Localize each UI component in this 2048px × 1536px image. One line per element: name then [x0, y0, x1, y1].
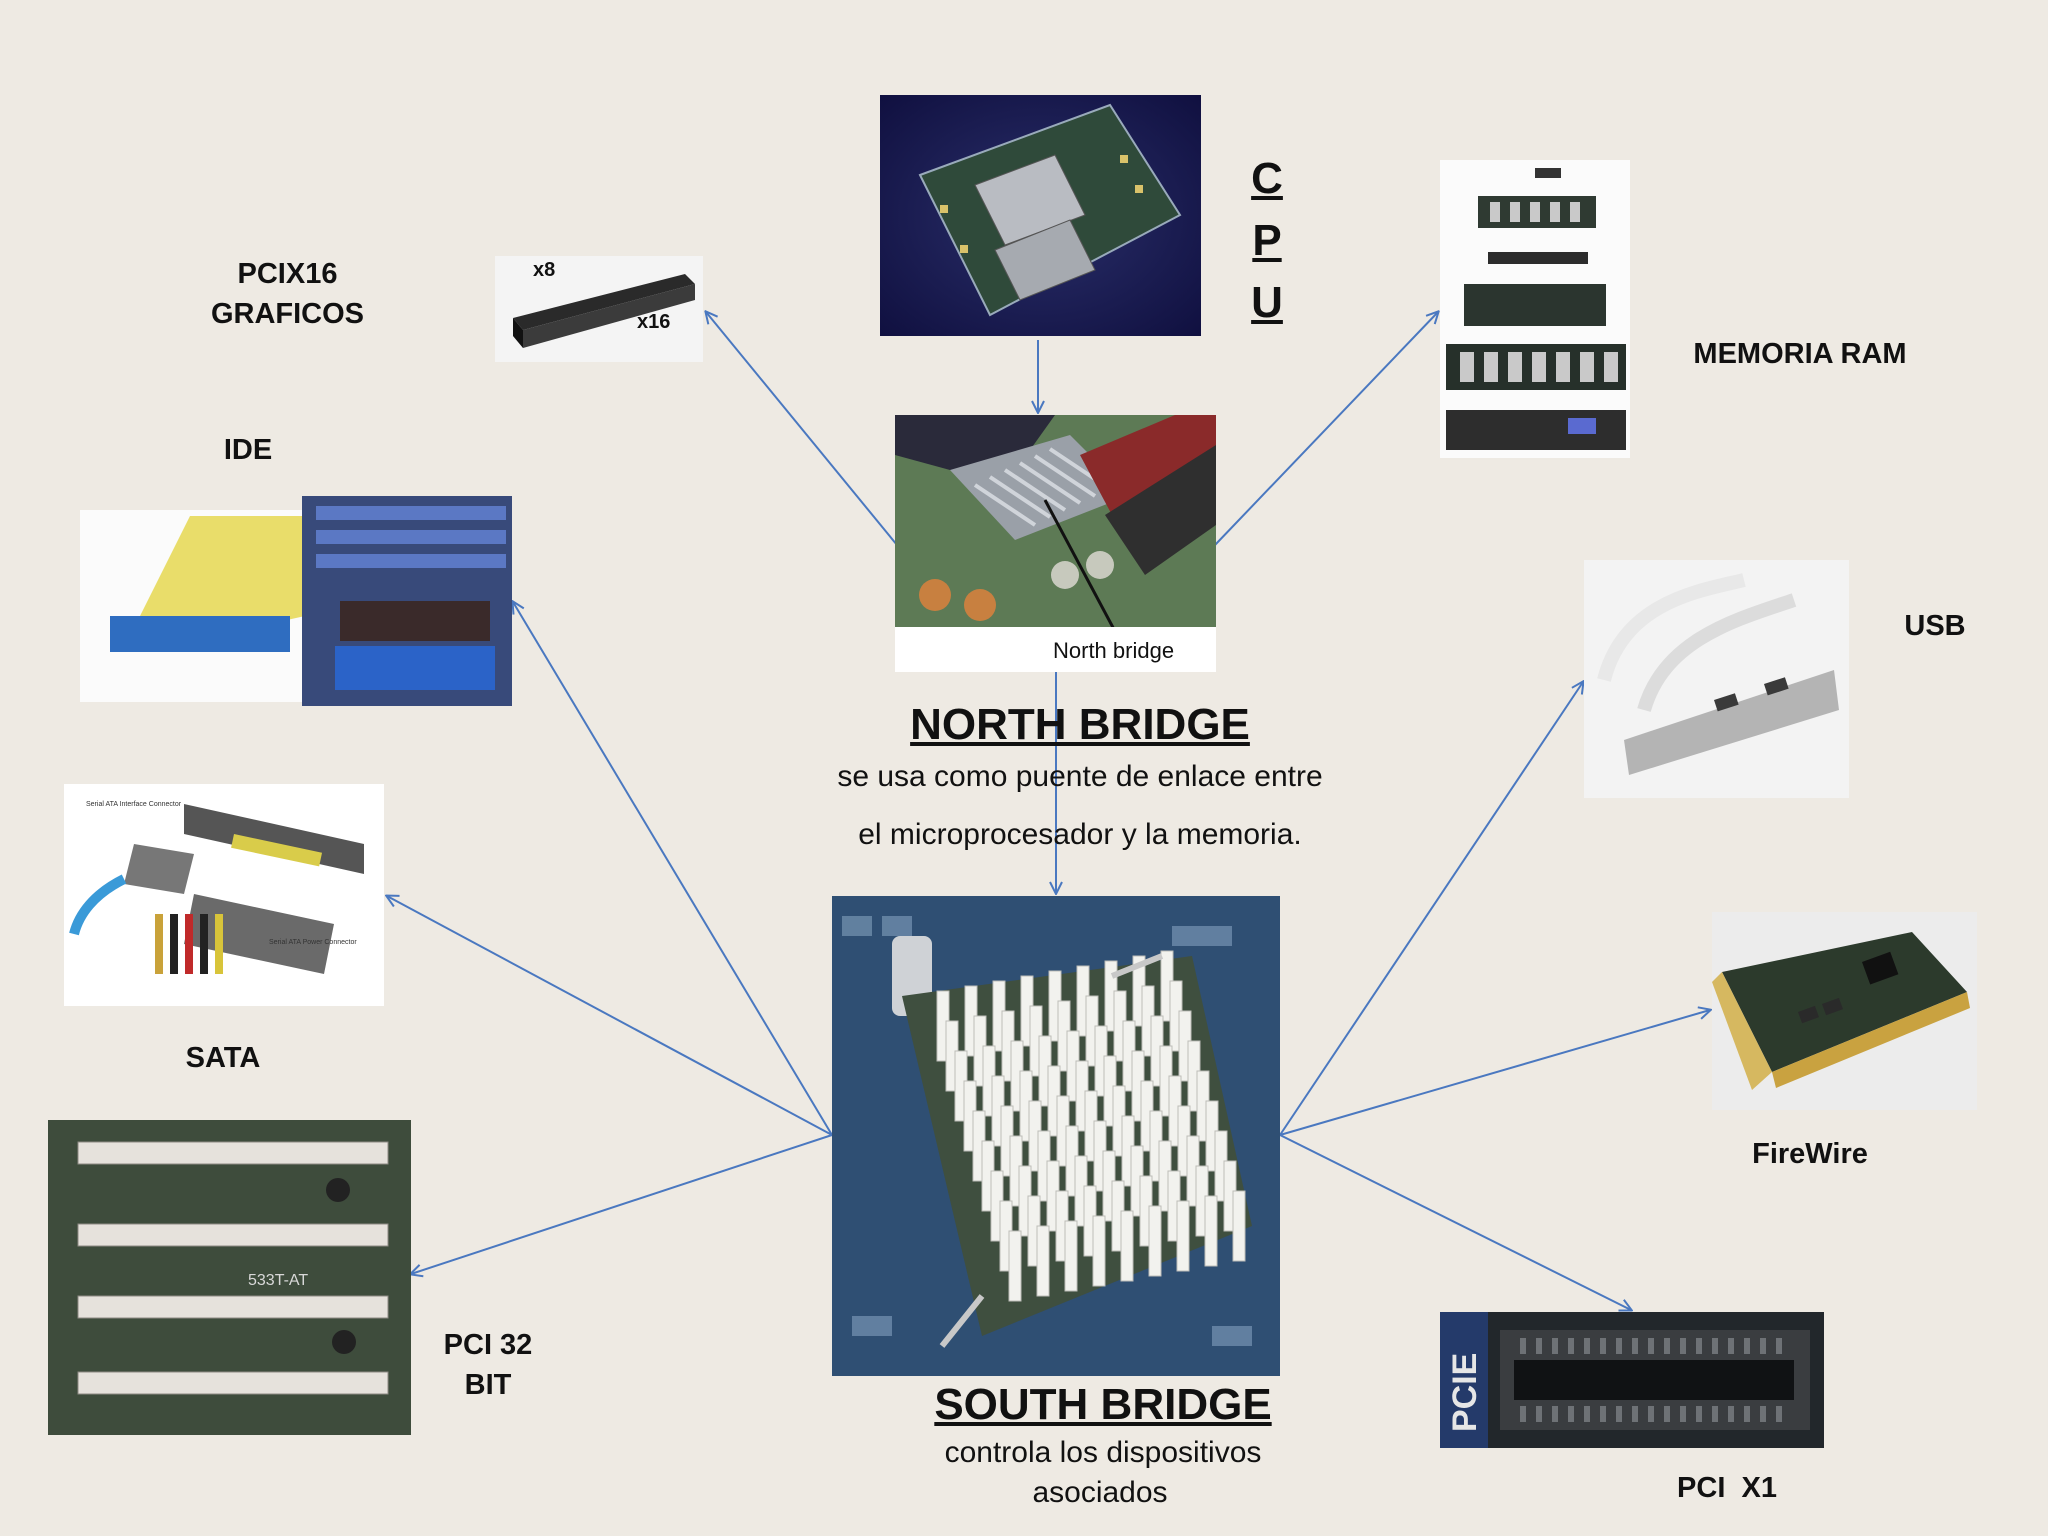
- pci32-label-line2: BIT: [464, 1369, 512, 1401]
- heatsink-fin: [1232, 1190, 1246, 1262]
- pci32-label: PCI 32 BIT: [428, 1325, 548, 1405]
- pcix16-label-line2: GRAFICOS: [210, 298, 365, 330]
- north-bridge-photo-caption: North bridge: [1053, 638, 1174, 663]
- pcix16-label: PCIX16 GRAFICOS: [200, 254, 375, 334]
- south-bridge-description-line2: asociados: [1032, 1476, 1168, 1509]
- sata-interface-connector-text: Serial ATA Interface Connector: [86, 801, 182, 808]
- ram-label: MEMORIA RAM: [1693, 338, 1907, 370]
- cpu-label: C P U: [1245, 148, 1289, 334]
- heatsink-fin: [1204, 1195, 1218, 1267]
- heatsink-fin: [1008, 1230, 1022, 1302]
- south-bridge-title: SOUTH BRIDGE: [934, 1380, 1272, 1429]
- arrow-southbridge-to-usb: [1279, 682, 1583, 1136]
- arrow-northbridge-to-pcix16: [706, 312, 898, 546]
- cpu-letter-u: U: [1251, 278, 1283, 327]
- south-bridge-photo: [832, 896, 1280, 1376]
- north-bridge-photo: North bridge: [895, 415, 1216, 672]
- heatsink-fin: [1036, 1225, 1050, 1297]
- usb-label: USB: [1904, 610, 1966, 642]
- arrow-southbridge-to-firewire: [1279, 1010, 1710, 1136]
- ram-modules-photo: [1440, 160, 1630, 458]
- x16-text: x16: [637, 311, 670, 333]
- heatsink-fin: [1064, 1220, 1078, 1292]
- arrow-southbridge-to-pci32: [411, 1134, 833, 1274]
- firewire-label: FireWire: [1752, 1138, 1868, 1170]
- north-bridge-title: NORTH BRIDGE: [910, 700, 1250, 749]
- pcix1-label: PCI X1: [1677, 1472, 1777, 1504]
- firewire-card-photo: [1712, 912, 1977, 1110]
- heatsink-fin: [1176, 1200, 1190, 1272]
- heatsink-fin: [1120, 1210, 1134, 1282]
- pci32-slots-photo: 533T-AT: [48, 1120, 411, 1435]
- arrow-southbridge-to-ide: [513, 602, 833, 1136]
- heatsink-fin: [1148, 1205, 1162, 1277]
- cpu-photo: [880, 95, 1201, 336]
- ide-photo: [80, 496, 512, 706]
- pcix16-slot-photo: x8 x16: [495, 256, 703, 362]
- north-bridge-description-line1: se usa como puente de enlace entre: [837, 760, 1323, 793]
- arrow-northbridge-to-ram: [1214, 312, 1438, 546]
- ide-label: IDE: [223, 434, 273, 466]
- pcie-x1-slot-photo: PCIE: [1440, 1312, 1824, 1448]
- north-bridge-description-line2: el microprocesador y la memoria.: [858, 818, 1302, 851]
- pcie-text: PCIE: [1446, 1353, 1484, 1432]
- sata-power-connector-text: Serial ATA Power Connector: [269, 939, 357, 946]
- heatsink-fin: [1092, 1215, 1106, 1287]
- arrow-southbridge-to-pcix1: [1279, 1134, 1631, 1310]
- south-bridge-description-line1: controla los dispositivos: [944, 1436, 1262, 1469]
- sata-label: SATA: [185, 1042, 261, 1074]
- pci-board-text: 533T-AT: [248, 1272, 308, 1289]
- pcix16-label-line1: PCIX16: [237, 258, 338, 290]
- cpu-letter-c: C: [1251, 154, 1283, 203]
- cpu-letter-p: P: [1252, 216, 1282, 265]
- usb-bracket-photo: [1584, 560, 1849, 798]
- pci32-label-line1: PCI 32: [443, 1329, 533, 1361]
- x8-text: x8: [533, 259, 555, 281]
- arrow-southbridge-to-sata: [387, 896, 833, 1136]
- sata-photo: Serial ATA Interface Connector Serial AT…: [64, 784, 384, 1006]
